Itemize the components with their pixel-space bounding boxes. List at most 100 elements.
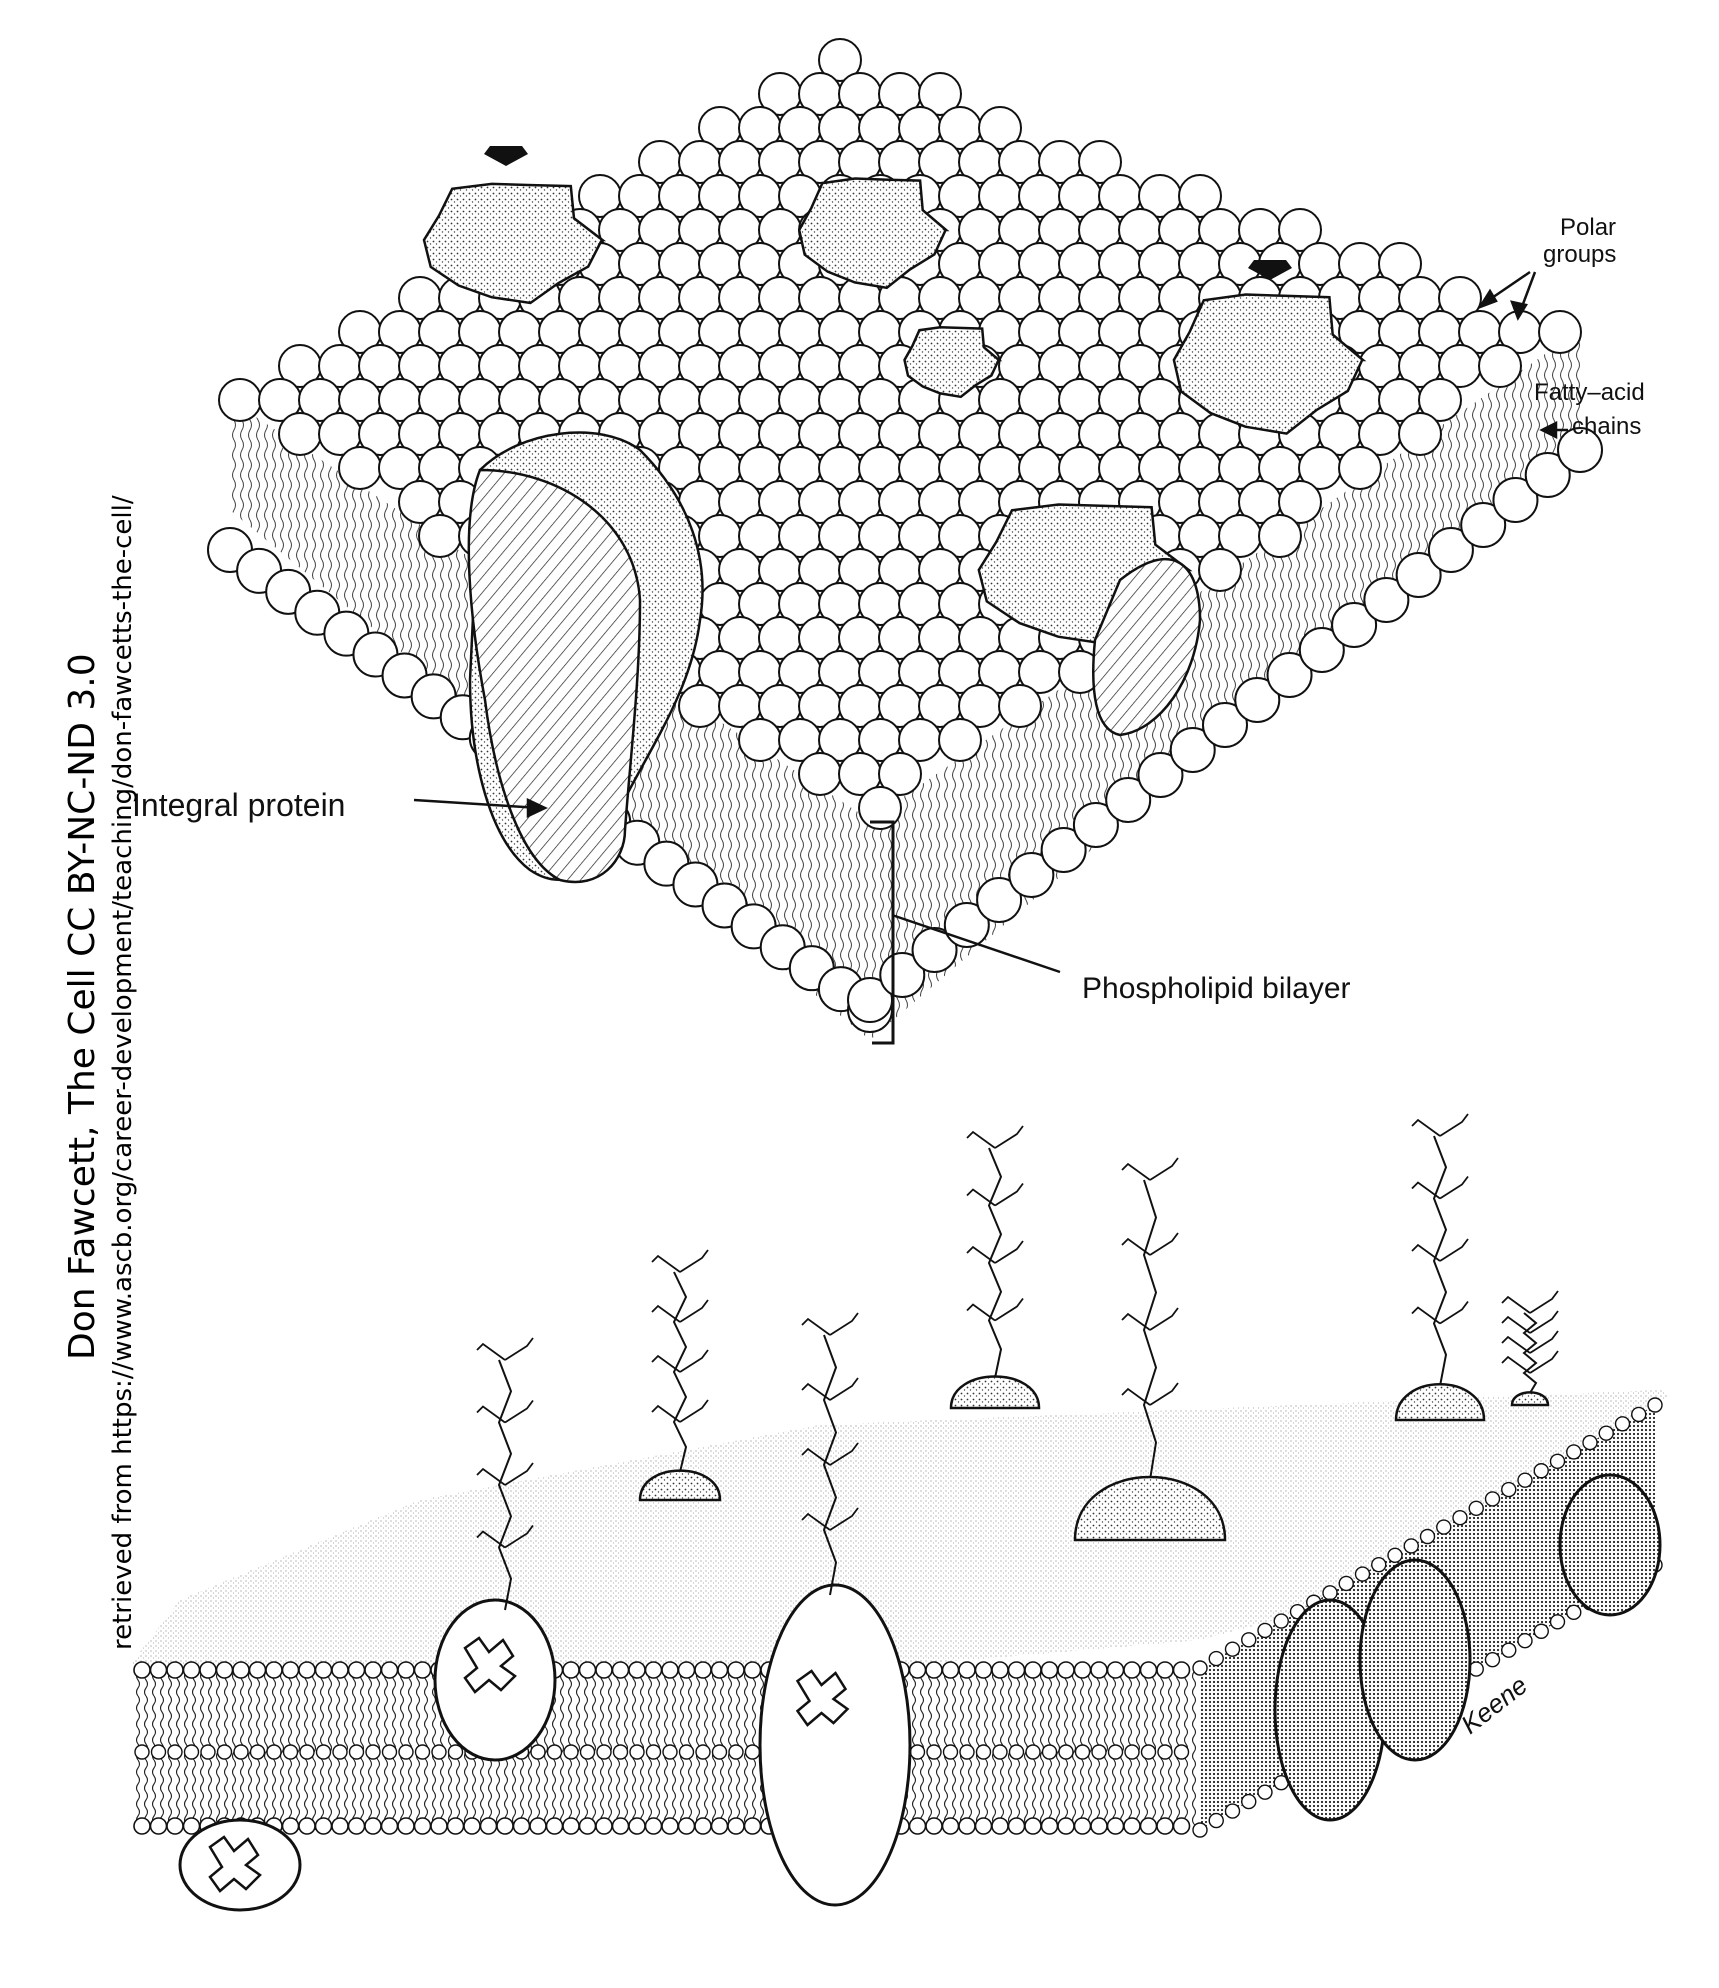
head-mid-row (563, 1744, 579, 1760)
head-side-bottom (1484, 1651, 1501, 1668)
sugar-branch (1121, 1232, 1179, 1256)
head-top-row (578, 1661, 597, 1679)
sugar-chain (1522, 1312, 1538, 1394)
sugar-branch (476, 1337, 534, 1361)
head-side-top (1387, 1547, 1403, 1563)
head-bottom-row (413, 1817, 432, 1835)
head-side-top (1208, 1650, 1224, 1667)
head-mid-row (200, 1744, 216, 1760)
head-mid-row (926, 1744, 942, 1760)
fatty-acid-label-line1: Fatty–acid (1534, 379, 1645, 406)
head-bottom-row (578, 1817, 597, 1835)
head-bottom-row (1057, 1817, 1075, 1835)
head-bottom-row (1007, 1817, 1026, 1835)
transmembrane-protein (758, 1583, 912, 1907)
head-side-top (1484, 1491, 1501, 1507)
head-bottom-row (529, 1817, 547, 1835)
sugar-branch (1121, 1382, 1179, 1406)
head-bottom-row (182, 1817, 201, 1835)
head-top-row (991, 1661, 1009, 1679)
head-top-row (281, 1661, 300, 1679)
polar-head (1538, 310, 1582, 354)
head-top-row (562, 1661, 580, 1679)
head-mid-row (744, 1744, 761, 1760)
head-top-row (628, 1661, 646, 1679)
head-bottom-row (1090, 1817, 1108, 1835)
lower-head (976, 877, 1023, 923)
head-mid-row (728, 1744, 744, 1760)
head-bottom-row (677, 1817, 696, 1835)
polar-head (1398, 412, 1442, 456)
head-top-row (149, 1661, 168, 1679)
head-mid-row (1058, 1744, 1074, 1760)
head-mid-row (1074, 1744, 1091, 1760)
polar-head (938, 718, 982, 762)
head-top-row (908, 1661, 927, 1679)
head-top-row (265, 1661, 283, 1679)
head-mid-row (992, 1744, 1008, 1760)
head-side-top (1354, 1566, 1371, 1582)
head-top-row (1123, 1661, 1141, 1679)
head-mid-row (546, 1744, 563, 1760)
head-bottom-row (430, 1817, 448, 1835)
head-side-top (1257, 1622, 1273, 1639)
head-top-row (380, 1661, 399, 1679)
head-mid-row (1173, 1744, 1190, 1760)
head-side-bottom (1257, 1784, 1273, 1800)
head-top-row (1057, 1661, 1075, 1679)
head-side-top (1517, 1472, 1533, 1488)
head-mid-row (447, 1744, 464, 1760)
folded-chain (208, 1835, 262, 1893)
head-mid-row (216, 1744, 233, 1760)
head-top-row (1040, 1661, 1059, 1679)
head-mid-row (348, 1744, 365, 1760)
integral-protein-label: Integral protein (132, 787, 345, 823)
sugar-branch (1501, 1310, 1559, 1334)
head-mid-row (959, 1744, 975, 1760)
head-top-row (661, 1661, 679, 1679)
polar-head (1278, 208, 1322, 252)
peripheral-protein (422, 182, 607, 305)
lower-head (1234, 677, 1281, 723)
membrane-surface (130, 1390, 1670, 1665)
label-arrows (413, 270, 1568, 1045)
sugar-branch (1501, 1350, 1559, 1374)
polar-groups-label-line2: groups (1543, 241, 1616, 268)
polar-head (798, 752, 842, 796)
lower-head (1460, 502, 1507, 548)
lower-head (1427, 527, 1474, 573)
head-bottom-row (380, 1817, 399, 1835)
head-mid-row (183, 1744, 200, 1760)
head-top-row (314, 1661, 333, 1679)
head-bottom-row (974, 1817, 993, 1835)
head-bottom-row (446, 1817, 465, 1835)
head-bottom-row (710, 1817, 729, 1835)
head-mid-row (332, 1744, 348, 1760)
head-side-bottom (1501, 1642, 1517, 1658)
peripheral-protein (903, 326, 1003, 399)
head-mid-row (1008, 1744, 1025, 1760)
head-top-row (595, 1661, 613, 1679)
sugar-branch (966, 1125, 1024, 1149)
head-top-row (1172, 1661, 1191, 1679)
polar-head (1478, 344, 1522, 388)
head-mid-row (678, 1744, 695, 1760)
head-bottom-row (397, 1817, 415, 1835)
head-side-top (1436, 1519, 1452, 1535)
head-side-top (1273, 1613, 1289, 1629)
head-side-top (1631, 1406, 1647, 1423)
head-mid-row (167, 1744, 183, 1760)
head-mid-row (695, 1744, 711, 1760)
membrane-proteins (422, 177, 1367, 884)
transmembrane-protein (433, 1598, 557, 1762)
head-mid-row (975, 1744, 992, 1760)
head-top-row (1139, 1661, 1158, 1679)
head-mid-row (150, 1744, 167, 1760)
head-mid-row (398, 1744, 414, 1760)
sugar-branch (966, 1240, 1024, 1264)
head-bottom-row (908, 1817, 927, 1835)
head-bottom-row (133, 1817, 151, 1835)
head-top-row (133, 1661, 151, 1679)
head-top-row (974, 1661, 993, 1679)
head-mid-row (1025, 1744, 1041, 1760)
